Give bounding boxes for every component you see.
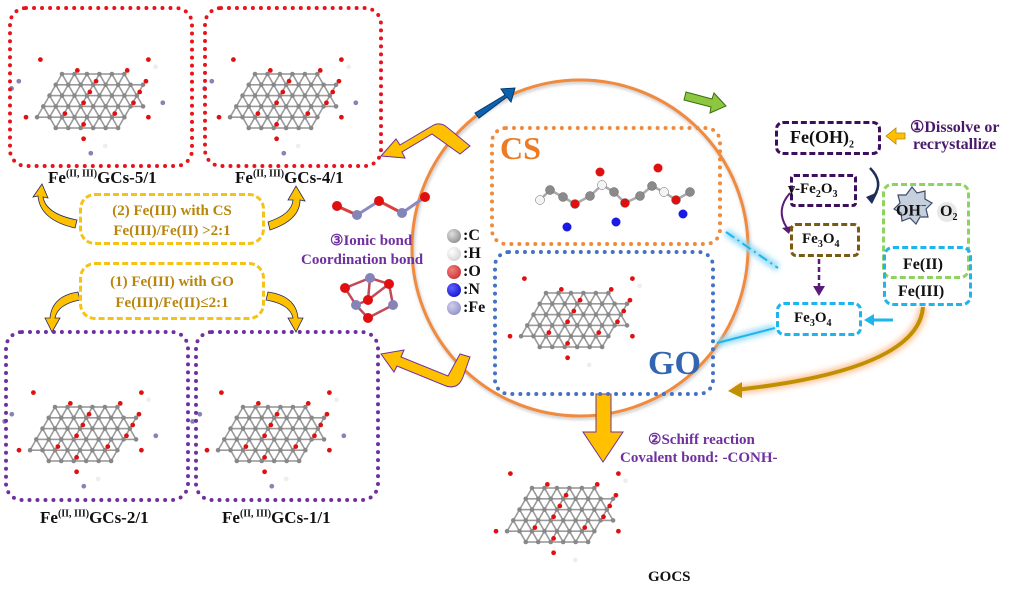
fe2-label: Fe(II) xyxy=(903,256,943,273)
fe3o4-label-b: Fe3O4 xyxy=(794,310,832,329)
go-molecule xyxy=(507,269,642,368)
ionic-bond-label: ③Ionic bond xyxy=(330,233,413,249)
gcs-1-1-molecule xyxy=(190,383,347,489)
curved-arrow-icon xyxy=(32,183,306,333)
legend-item-h: :H xyxy=(447,245,485,263)
yellow-arrow-down-icon xyxy=(582,393,624,463)
dissolve-label-1: ①Dissolve or xyxy=(910,119,1000,136)
feoh2-label: Fe(OH)2 xyxy=(790,127,854,151)
schiff-label-2: Covalent bond: -CONH- xyxy=(620,450,778,466)
panel-gcs-4-1 xyxy=(203,6,383,168)
fe3o4-box-b xyxy=(776,302,862,336)
condition-cs-line2: Fe(III)/Fe(II) >2:1 xyxy=(113,223,231,239)
blue-arrow-icon xyxy=(474,87,516,119)
fe3o4-label-a: Fe3O4 xyxy=(802,231,840,250)
gocs-molecule xyxy=(493,464,628,563)
condition-go-line2: Fe(III)/Fe(II)≤2:1 xyxy=(115,295,229,311)
oxidant-box xyxy=(882,183,970,279)
atom-legend: :C :H :O :N :Fe xyxy=(447,227,485,317)
yellow-arrow-bottom-icon xyxy=(380,349,471,388)
curved-arrow-fe2o3-icon xyxy=(780,192,792,234)
panel-gcs-1-1 xyxy=(194,330,380,502)
iron-ball-icon xyxy=(447,301,461,315)
gcs-5-1-molecule xyxy=(9,50,166,156)
fe-o-cluster-molecule xyxy=(340,273,398,323)
nitrogen-ball-icon xyxy=(447,283,461,297)
panel-gcs-5-1 xyxy=(8,6,194,168)
gcs-2-1-molecule xyxy=(2,383,159,489)
label-gcs-5-1: Fe(II, III)GCs-5/1 xyxy=(48,168,157,187)
cs-box xyxy=(490,126,722,246)
cs-molecule xyxy=(535,163,695,232)
condition-go-box: (1) Fe(III) with GO Fe(III)/Fe(II)≤2:1 xyxy=(79,262,265,320)
yellow-arrow-top-icon xyxy=(379,123,471,159)
cs-link-line xyxy=(724,229,780,271)
curved-arrow-feoh-icon xyxy=(866,167,880,204)
small-yellow-arrow-icon xyxy=(885,127,906,145)
label-gcs-2-1: Fe(II, III)GCs-2/1 xyxy=(40,508,149,527)
legend-item-o: :O xyxy=(447,263,485,281)
dissolve-label-2: recrystallize xyxy=(913,136,997,153)
gfe2o3-label: γ-Fe2O3 xyxy=(788,181,838,200)
oxygen-badge xyxy=(937,202,957,222)
green-arrow-icon xyxy=(683,91,727,114)
condition-go-line1: (1) Fe(III) with GO xyxy=(110,274,234,290)
iron-ions-box xyxy=(883,246,972,306)
go-box xyxy=(493,250,715,396)
fe3-label: Fe(III) xyxy=(898,283,945,300)
legend-item-fe: :Fe xyxy=(447,299,485,317)
hydroxide-badge xyxy=(893,186,933,225)
legend-item-c: :C xyxy=(447,227,485,245)
schiff-label-1: ②Schiff reaction xyxy=(648,432,755,448)
oxygen-ball-icon xyxy=(447,265,461,279)
cs-label: CS xyxy=(500,130,541,166)
dashed-down-arrow-icon xyxy=(813,259,825,296)
hydroxide-label: OH− xyxy=(896,201,927,220)
coordination-bond-label: Coordination bond xyxy=(301,252,424,268)
label-gcs-1-1: Fe(II, III)GCs-1/1 xyxy=(222,508,331,527)
condition-cs-box: (2) Fe(III) with CS Fe(III)/Fe(II) >2:1 xyxy=(79,193,265,245)
cyan-arrow-icon xyxy=(864,314,893,326)
carbon-ball-icon xyxy=(447,229,461,243)
gcs-4-1-molecule xyxy=(202,50,359,156)
go-link-line xyxy=(716,324,776,347)
label-gcs-4-1: Fe(II, III)GCs-4/1 xyxy=(235,168,344,187)
oxygen-label: O2 xyxy=(940,203,958,224)
condition-cs-line1: (2) Fe(III) with CS xyxy=(112,203,232,219)
gocs-label: GOCS xyxy=(648,569,691,585)
legend-item-n: :N xyxy=(447,281,485,299)
fe-o-chain-molecule xyxy=(332,192,430,220)
panel-gcs-2-1 xyxy=(4,330,190,502)
gfe2o3-box xyxy=(790,174,857,207)
fe3o4-box-a xyxy=(790,223,860,257)
hydrogen-ball-icon xyxy=(447,247,461,261)
feoh2-box xyxy=(775,121,881,155)
go-label: GO xyxy=(648,345,701,382)
ochre-arrow-icon xyxy=(728,306,928,398)
